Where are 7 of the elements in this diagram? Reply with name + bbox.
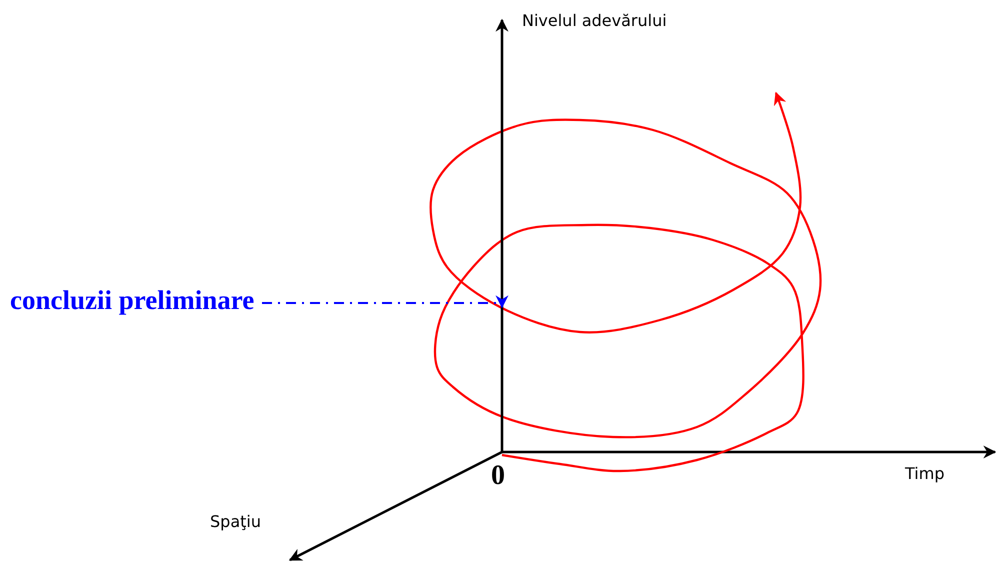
annotation-text: concluzii preliminare — [10, 286, 262, 316]
leader-arrow — [262, 295, 508, 308]
axis-label: Timp — [905, 465, 944, 483]
origin-label: 0 — [491, 461, 505, 492]
axis-label: Nivelul adevărului — [522, 12, 667, 30]
axis-label: Spaţiu — [210, 513, 261, 531]
vertical-axis — [496, 18, 508, 452]
